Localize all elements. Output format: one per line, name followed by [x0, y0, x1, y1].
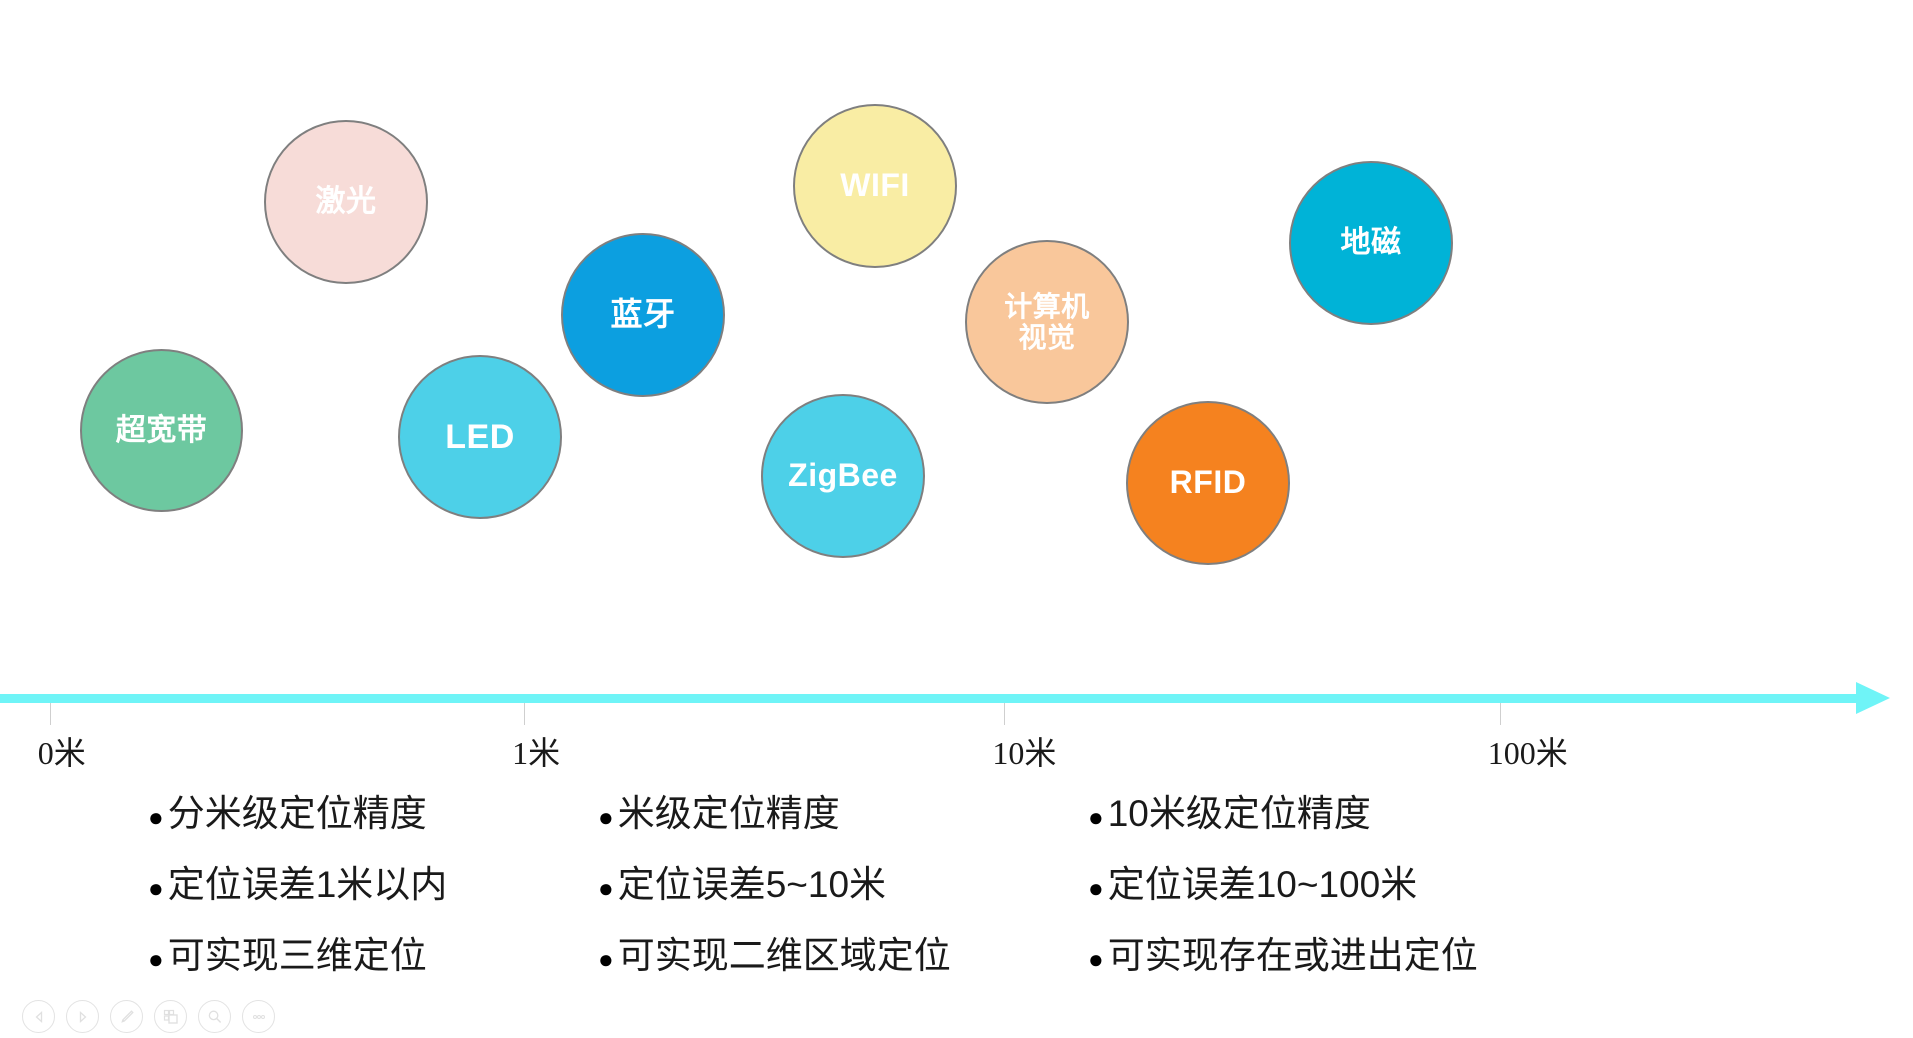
bubble-led[interactable]: LED: [398, 355, 562, 519]
bubble-geomagnetic[interactable]: 地磁: [1289, 161, 1453, 325]
timeline-axis-line: [0, 694, 1860, 703]
bullet-text: 分米级定位精度: [167, 793, 427, 834]
bullet-text: 定位误差1米以内: [167, 864, 448, 905]
presentation-toolbar[interactable]: [22, 1000, 275, 1033]
bullet-item: ●可实现二维区域定位: [598, 937, 951, 974]
bullet-item: ●定位误差10~100米: [1088, 866, 1478, 903]
bullet-dot-icon: ●: [1088, 873, 1104, 903]
bubble-wifi[interactable]: WIFI: [793, 104, 957, 268]
bubble-laser[interactable]: 激光: [264, 120, 428, 284]
bullet-column-meter-accuracy: ●米级定位精度●定位误差5~10米●可实现二维区域定位: [598, 795, 951, 1008]
axis-tick-label: 1米: [512, 735, 561, 771]
bullet-text: 定位误差5~10米: [617, 864, 887, 905]
bullet-item: ●米级定位精度: [598, 795, 951, 832]
bullet-dot-icon: ●: [598, 802, 614, 832]
bullet-dot-icon: ●: [598, 873, 614, 903]
bubble-label: 地磁: [1340, 226, 1402, 260]
bubble-zigbee[interactable]: ZigBee: [761, 394, 925, 558]
bullet-text: 可实现二维区域定位: [617, 935, 951, 976]
arrow-right-icon: [1856, 682, 1890, 714]
bullet-dot-icon: ●: [1088, 944, 1104, 974]
bullet-dot-icon: ●: [148, 802, 164, 832]
bullet-item: ●定位误差5~10米: [598, 866, 951, 903]
axis-tick-label: 0米: [37, 735, 86, 771]
bullet-text: 可实现存在或进出定位: [1107, 935, 1478, 976]
bubble-bluetooth[interactable]: 蓝牙: [561, 233, 725, 397]
bullet-item: ●10米级定位精度: [1088, 795, 1478, 832]
pen-tool-button[interactable]: [110, 1000, 143, 1033]
axis-tick-label: 10米: [992, 735, 1057, 771]
bullet-column-ten-meter-accuracy: ●10米级定位精度●定位误差10~100米●可实现存在或进出定位: [1088, 795, 1478, 1008]
bubble-uwb[interactable]: 超宽带: [80, 349, 243, 512]
more-options-button[interactable]: [242, 1000, 275, 1033]
bubble-label: WIFI: [840, 167, 910, 204]
axis-tick: [49, 703, 51, 725]
bullet-text: 10米级定位精度: [1107, 793, 1371, 834]
axis-tick: [1004, 703, 1006, 725]
bullet-column-decimeter-accuracy: ●分米级定位精度●定位误差1米以内●可实现三维定位: [148, 795, 447, 1008]
bullet-text: 定位误差10~100米: [1107, 864, 1418, 905]
axis-tick: [524, 703, 526, 725]
next-slide-button[interactable]: [66, 1000, 99, 1033]
bubble-label: ZigBee: [788, 457, 898, 494]
bullet-item: ●可实现存在或进出定位: [1088, 937, 1478, 974]
bubble-label: 超宽带: [115, 413, 208, 447]
bullet-text: 米级定位精度: [617, 793, 840, 834]
bullet-dot-icon: ●: [148, 873, 164, 903]
bullet-item: ●分米级定位精度: [148, 795, 447, 832]
bubble-label: 蓝牙: [610, 296, 676, 333]
bubble-label: 激光: [315, 185, 377, 219]
bullet-dot-icon: ●: [598, 944, 614, 974]
slide-grid-button[interactable]: [154, 1000, 187, 1033]
bubble-label: 计算机 视觉: [1004, 290, 1090, 353]
bullet-item: ●定位误差1米以内: [148, 866, 447, 903]
bullet-text: 可实现三维定位: [167, 935, 427, 976]
bullet-item: ●可实现三维定位: [148, 937, 447, 974]
bullet-dot-icon: ●: [148, 944, 164, 974]
zoom-button[interactable]: [198, 1000, 231, 1033]
axis-tick: [1499, 703, 1501, 725]
previous-slide-button[interactable]: [22, 1000, 55, 1033]
bullet-dot-icon: ●: [1088, 802, 1104, 832]
bubble-rfid[interactable]: RFID: [1126, 401, 1290, 565]
bubble-label: LED: [445, 417, 515, 456]
bubble-label: RFID: [1169, 464, 1247, 501]
bubble-computer-vision[interactable]: 计算机 视觉: [965, 240, 1129, 404]
axis-tick-label: 100米: [1487, 735, 1568, 771]
